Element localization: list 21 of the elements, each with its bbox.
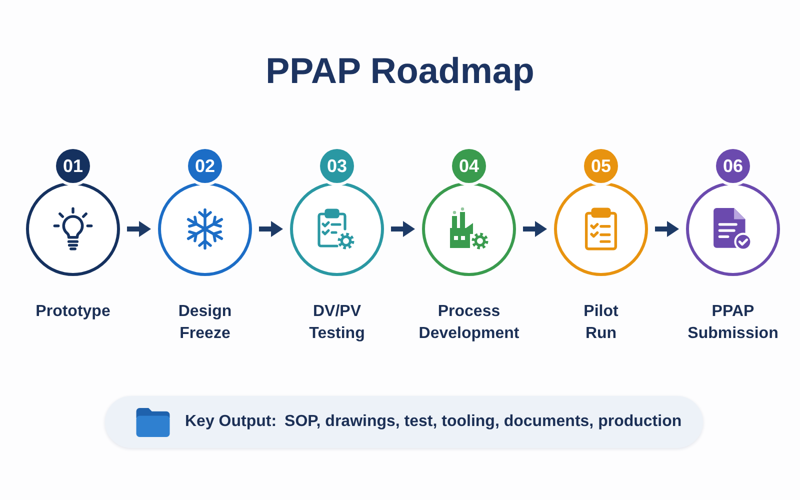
step-number: 02 — [188, 149, 222, 183]
step-number: 05 — [584, 149, 618, 183]
output-banner — [105, 396, 703, 448]
arrow — [655, 221, 679, 237]
output-heading: Key Output: — [185, 412, 277, 432]
step-label: PPAP Submission — [688, 302, 778, 344]
output-list: SOP, drawings, test, tooling, documents, production — [284, 410, 682, 434]
step-label: Process Development — [418, 302, 520, 344]
step-number: 03 — [320, 149, 354, 183]
step-number: 01 — [56, 149, 90, 183]
diagram-title: PPAP Roadmap — [266, 49, 534, 93]
arrow — [523, 221, 547, 237]
step-label: Design Freeze — [178, 302, 232, 344]
step-number: 06 — [716, 149, 750, 183]
arrow — [127, 221, 151, 237]
step-label: Prototype — [36, 302, 110, 322]
arrow — [259, 221, 283, 237]
step-number: 04 — [452, 149, 486, 183]
step-label: DV/PV Testing — [309, 302, 365, 344]
step-label: Pilot Run — [584, 302, 618, 344]
arrow — [391, 221, 415, 237]
